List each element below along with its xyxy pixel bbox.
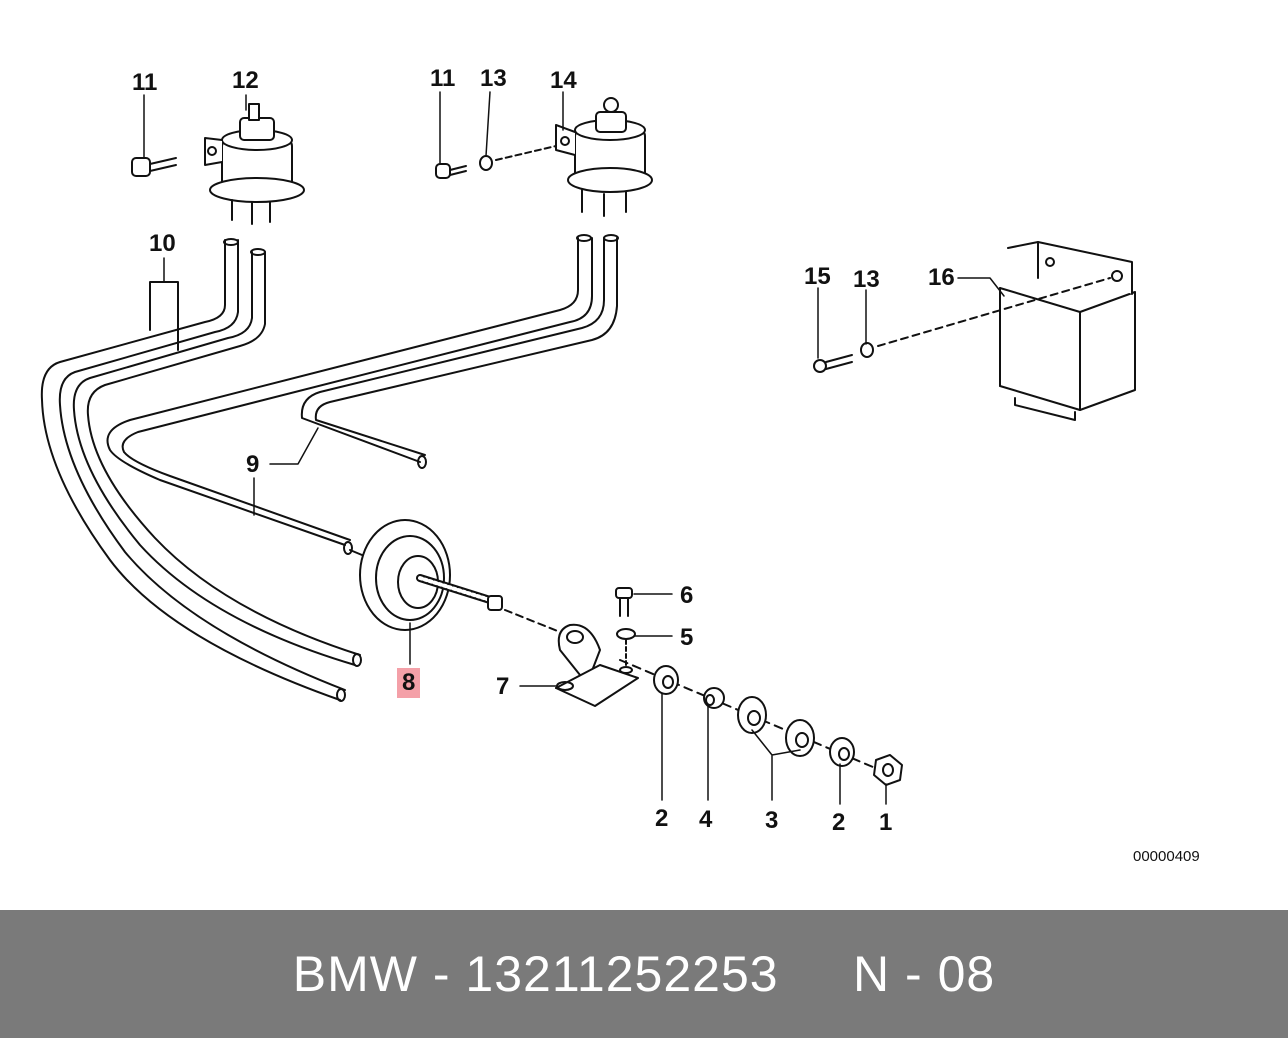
- callout-9: 9: [246, 451, 260, 478]
- callout-1: 1: [879, 809, 893, 836]
- vacuum-diaphragm: [349, 519, 561, 633]
- bracket: [555, 623, 639, 707]
- callout-13-right: 13: [853, 266, 880, 293]
- callout-7: 7: [496, 673, 510, 700]
- callout-2-right: 2: [832, 809, 846, 836]
- leader-lines: [143, 91, 1005, 805]
- control-unit: [999, 241, 1136, 421]
- callout-2-left: 2: [655, 805, 669, 832]
- callout-10: 10: [149, 230, 176, 257]
- callout-4: 4: [699, 806, 713, 833]
- screw-control-unit: [813, 277, 1111, 373]
- footer-bar: BMW - 13211252253 N - 08: [0, 910, 1288, 1038]
- callout-13-top: 13: [480, 65, 507, 92]
- callout-3: 3: [765, 807, 779, 834]
- small-parts: [619, 659, 903, 786]
- callout-16: 16: [928, 264, 955, 291]
- callout-11-left: 11: [132, 69, 158, 96]
- callout-14: 14: [550, 67, 577, 94]
- parts-diagram: 11 12 11 13 14 10 15 13 16 9 6 5 8 7 2 4…: [40, 65, 1200, 865]
- diagram-code: 00000409: [1133, 848, 1200, 865]
- hose-pair-10: [40, 238, 362, 702]
- diagram-drawing: [40, 91, 1136, 805]
- callout-6: 6: [680, 582, 694, 609]
- bolt-left: [131, 157, 177, 177]
- hose-set-9: [106, 234, 619, 555]
- callout-5: 5: [680, 624, 694, 651]
- callout-15: 15: [804, 263, 831, 290]
- screw-6: [615, 587, 636, 669]
- callout-11-right: 11: [430, 65, 456, 92]
- callout-8-highlighted: 8: [397, 668, 421, 698]
- part-number-label: BMW - 13211252253 N - 08: [292, 946, 996, 1002]
- callout-12: 12: [232, 67, 259, 94]
- bolt-right: [435, 145, 557, 179]
- pressure-switch-left: [204, 103, 305, 225]
- pressure-switch-right: [555, 97, 653, 217]
